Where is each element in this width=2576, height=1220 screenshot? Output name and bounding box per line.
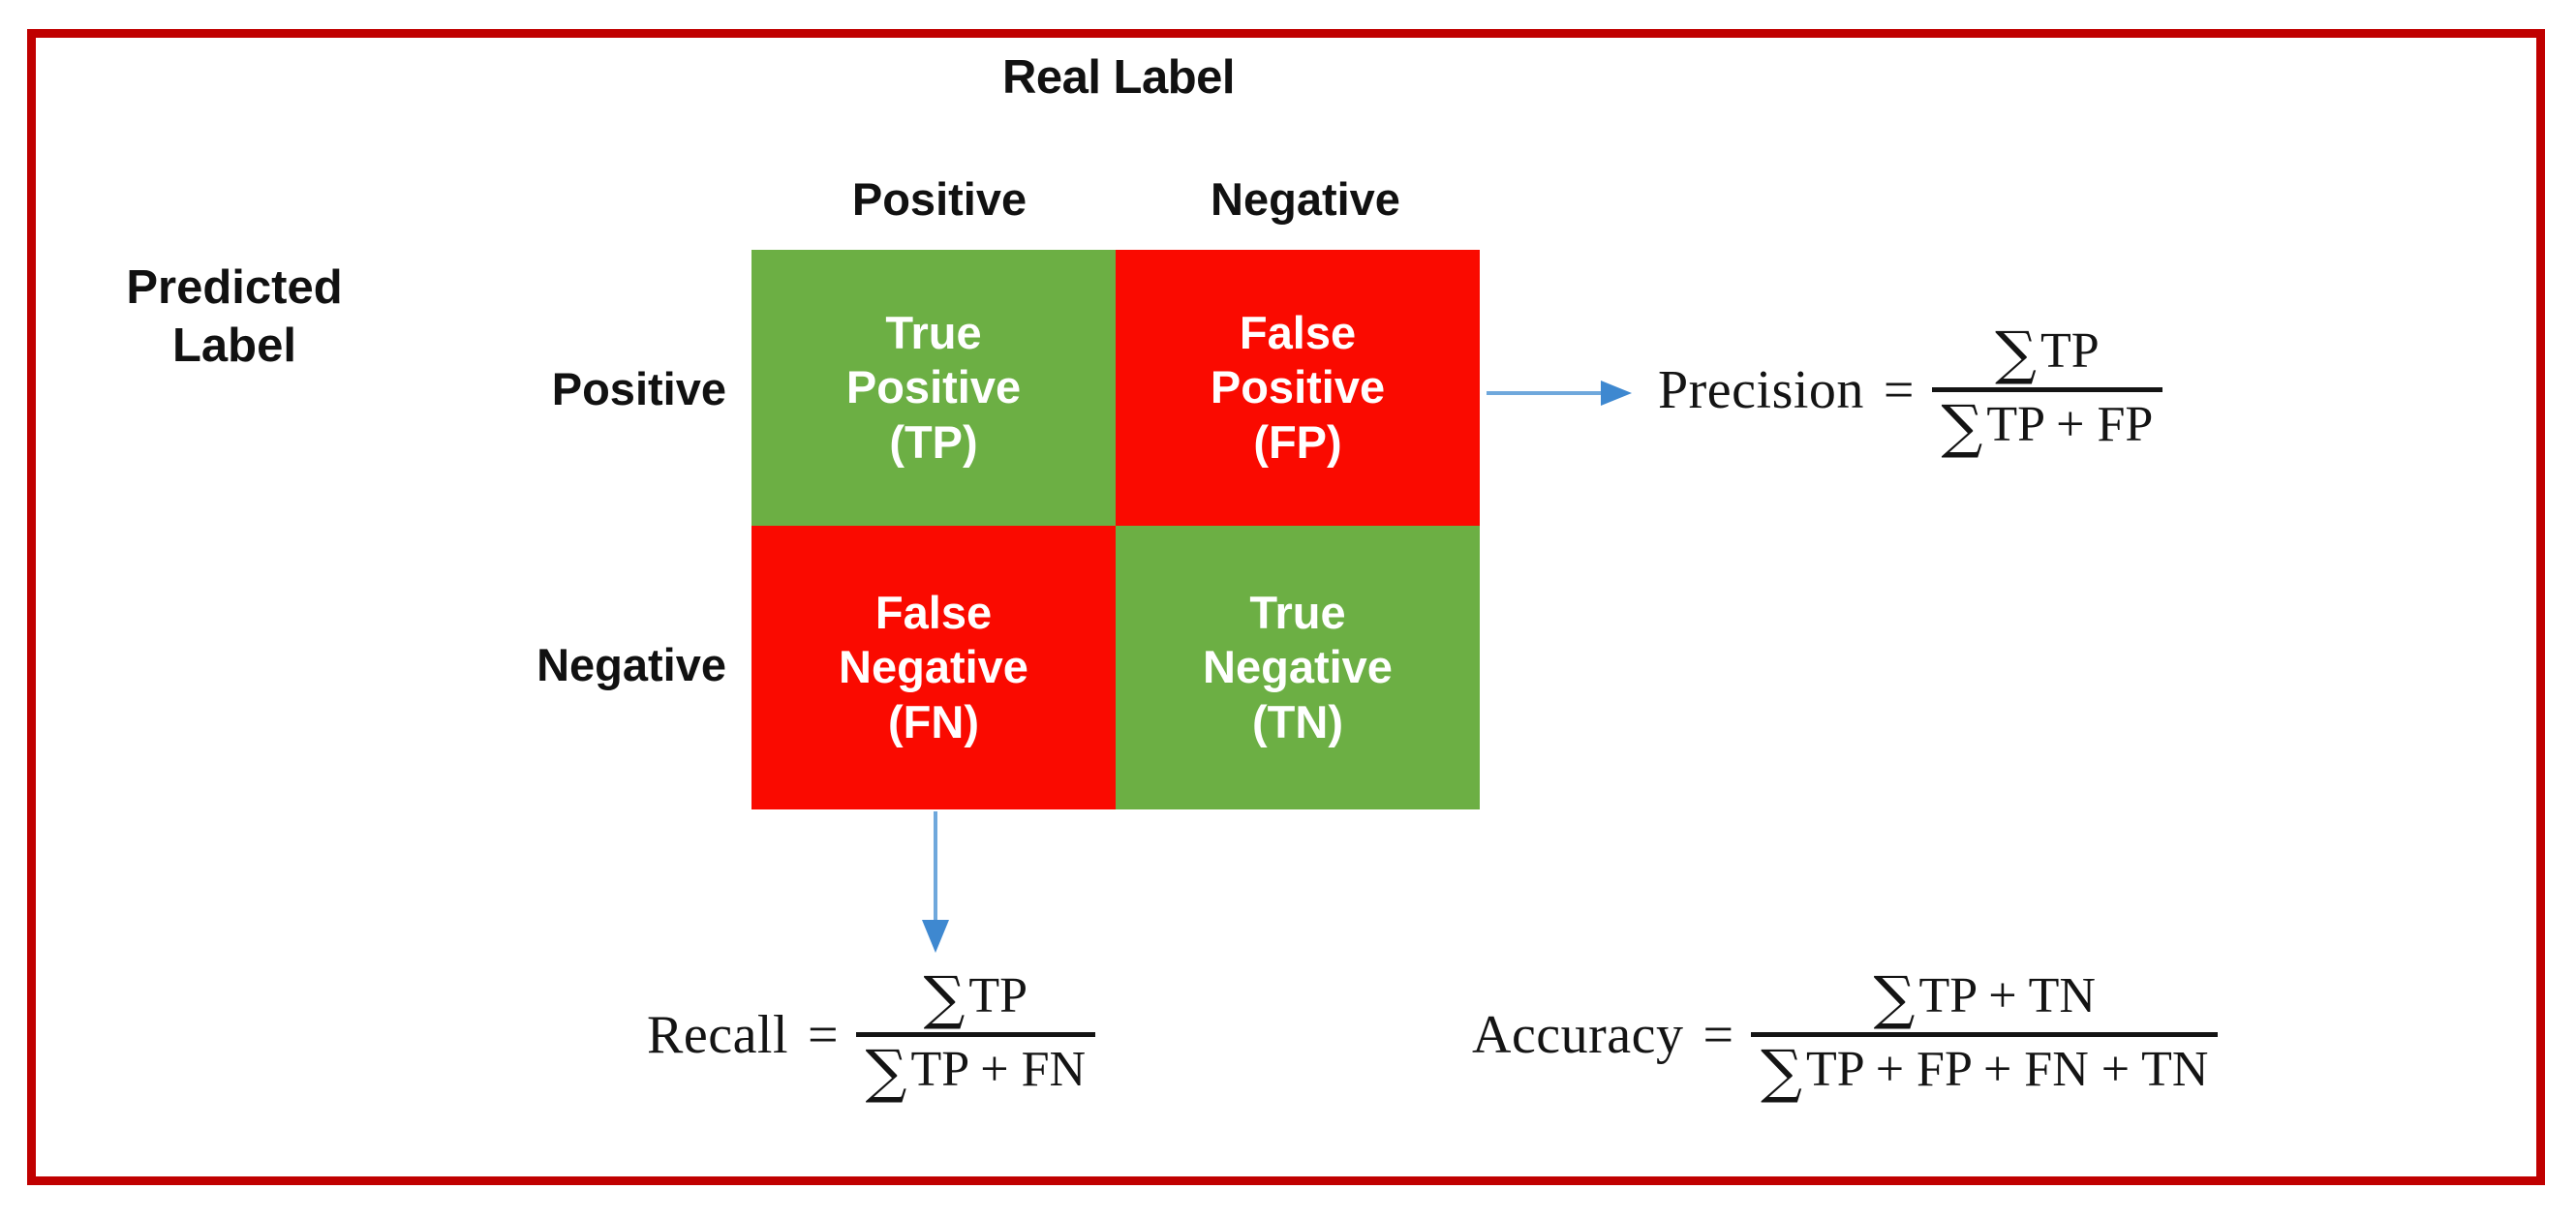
fraction-bar bbox=[855, 1032, 1096, 1038]
cell-line-1: False bbox=[874, 586, 993, 638]
predicted-label-line-1: Predicted bbox=[126, 261, 343, 314]
equation-recall: Recall = ∑TP ∑TP + FN bbox=[647, 968, 1096, 1103]
row-header-negative: Negative bbox=[537, 639, 726, 690]
cell-line-3: (FP) bbox=[1253, 415, 1342, 468]
figure-border bbox=[27, 29, 2545, 1185]
equation-accuracy: Accuracy = ∑TP + TN ∑TP + FP + FN + TN bbox=[1472, 968, 2219, 1103]
fraction-numerator: ∑TP bbox=[914, 968, 1038, 1032]
equals-sign: = bbox=[808, 1005, 839, 1066]
equation-label-accuracy: Accuracy bbox=[1472, 1005, 1684, 1066]
cell-line-1: True bbox=[1249, 586, 1346, 638]
fraction-numerator: ∑TP + TN bbox=[1864, 968, 2105, 1032]
equation-label-recall: Recall bbox=[647, 1005, 789, 1066]
matrix-cell-true-negative: True Negative (TN) bbox=[1116, 526, 1480, 809]
fraction-precision: ∑TP ∑TP + FP bbox=[1931, 323, 2163, 458]
arrow-right-icon bbox=[1487, 381, 1646, 406]
arrow-head bbox=[1601, 381, 1632, 406]
equation-label-precision: Precision bbox=[1658, 360, 1864, 421]
arrow-shaft bbox=[934, 811, 937, 924]
fraction-denominator: ∑TP + FP + FN + TN bbox=[1751, 1037, 2218, 1102]
sigma-icon: ∑ bbox=[1941, 393, 1983, 462]
equals-sign: = bbox=[1883, 360, 1915, 421]
equation-precision: Precision = ∑TP ∑TP + FP bbox=[1658, 323, 2163, 458]
equals-sign: = bbox=[1702, 1005, 1734, 1066]
cell-line-2: Positive bbox=[845, 361, 1022, 413]
cell-line-1: True bbox=[885, 306, 982, 358]
predicted-label-axis-title: Predicted Label bbox=[50, 259, 418, 376]
column-header-negative: Negative bbox=[1211, 173, 1400, 225]
real-label-axis-title: Real Label bbox=[1001, 51, 1236, 104]
denominator-terms: TP + FN bbox=[910, 1042, 1087, 1098]
denominator-terms: TP + FP bbox=[1986, 397, 2154, 453]
fraction-accuracy: ∑TP + TN ∑TP + FP + FN + TN bbox=[1751, 968, 2219, 1103]
cell-line-1: False bbox=[1239, 306, 1357, 358]
cell-line-3: (TN) bbox=[1252, 695, 1343, 747]
fraction-recall: ∑TP ∑TP + FN bbox=[855, 968, 1096, 1103]
sigma-icon: ∑ bbox=[865, 1038, 907, 1107]
arrow-shaft bbox=[1487, 391, 1605, 395]
sigma-icon: ∑ bbox=[923, 964, 966, 1032]
sigma-icon: ∑ bbox=[1761, 1038, 1802, 1107]
cell-line-2: Negative bbox=[839, 641, 1028, 693]
fraction-denominator: ∑TP + FN bbox=[856, 1037, 1095, 1102]
row-header-positive: Positive bbox=[551, 363, 726, 414]
denominator-terms: TP + FP + FN + TN bbox=[1805, 1042, 2209, 1098]
cell-line-2: Negative bbox=[1203, 641, 1393, 693]
numerator-terms: TP bbox=[968, 968, 1028, 1023]
cell-line-3: (FN) bbox=[888, 695, 979, 747]
fraction-numerator: ∑TP bbox=[1985, 323, 2109, 387]
arrow-head bbox=[922, 920, 949, 953]
numerator-terms: TP bbox=[2039, 323, 2100, 379]
sigma-icon: ∑ bbox=[1995, 320, 2037, 387]
matrix-cell-false-negative: False Negative (FN) bbox=[751, 526, 1116, 809]
predicted-label-line-2: Label bbox=[172, 319, 296, 372]
cell-line-3: (TP) bbox=[889, 415, 978, 468]
sigma-icon: ∑ bbox=[1873, 964, 1916, 1032]
arrow-down-icon bbox=[922, 811, 949, 955]
matrix-cell-true-positive: True Positive (TP) bbox=[751, 250, 1116, 526]
fraction-denominator: ∑TP + FP bbox=[1932, 392, 2163, 457]
confusion-matrix-grid: True Positive (TP) False Positive (FP) F… bbox=[751, 250, 1480, 809]
fraction-bar bbox=[1931, 387, 2163, 393]
matrix-cell-false-positive: False Positive (FP) bbox=[1116, 250, 1480, 526]
column-header-positive: Positive bbox=[851, 173, 1027, 225]
numerator-terms: TP + TN bbox=[1918, 968, 2096, 1023]
fraction-bar bbox=[1751, 1032, 2219, 1038]
cell-line-2: Positive bbox=[1210, 361, 1386, 413]
